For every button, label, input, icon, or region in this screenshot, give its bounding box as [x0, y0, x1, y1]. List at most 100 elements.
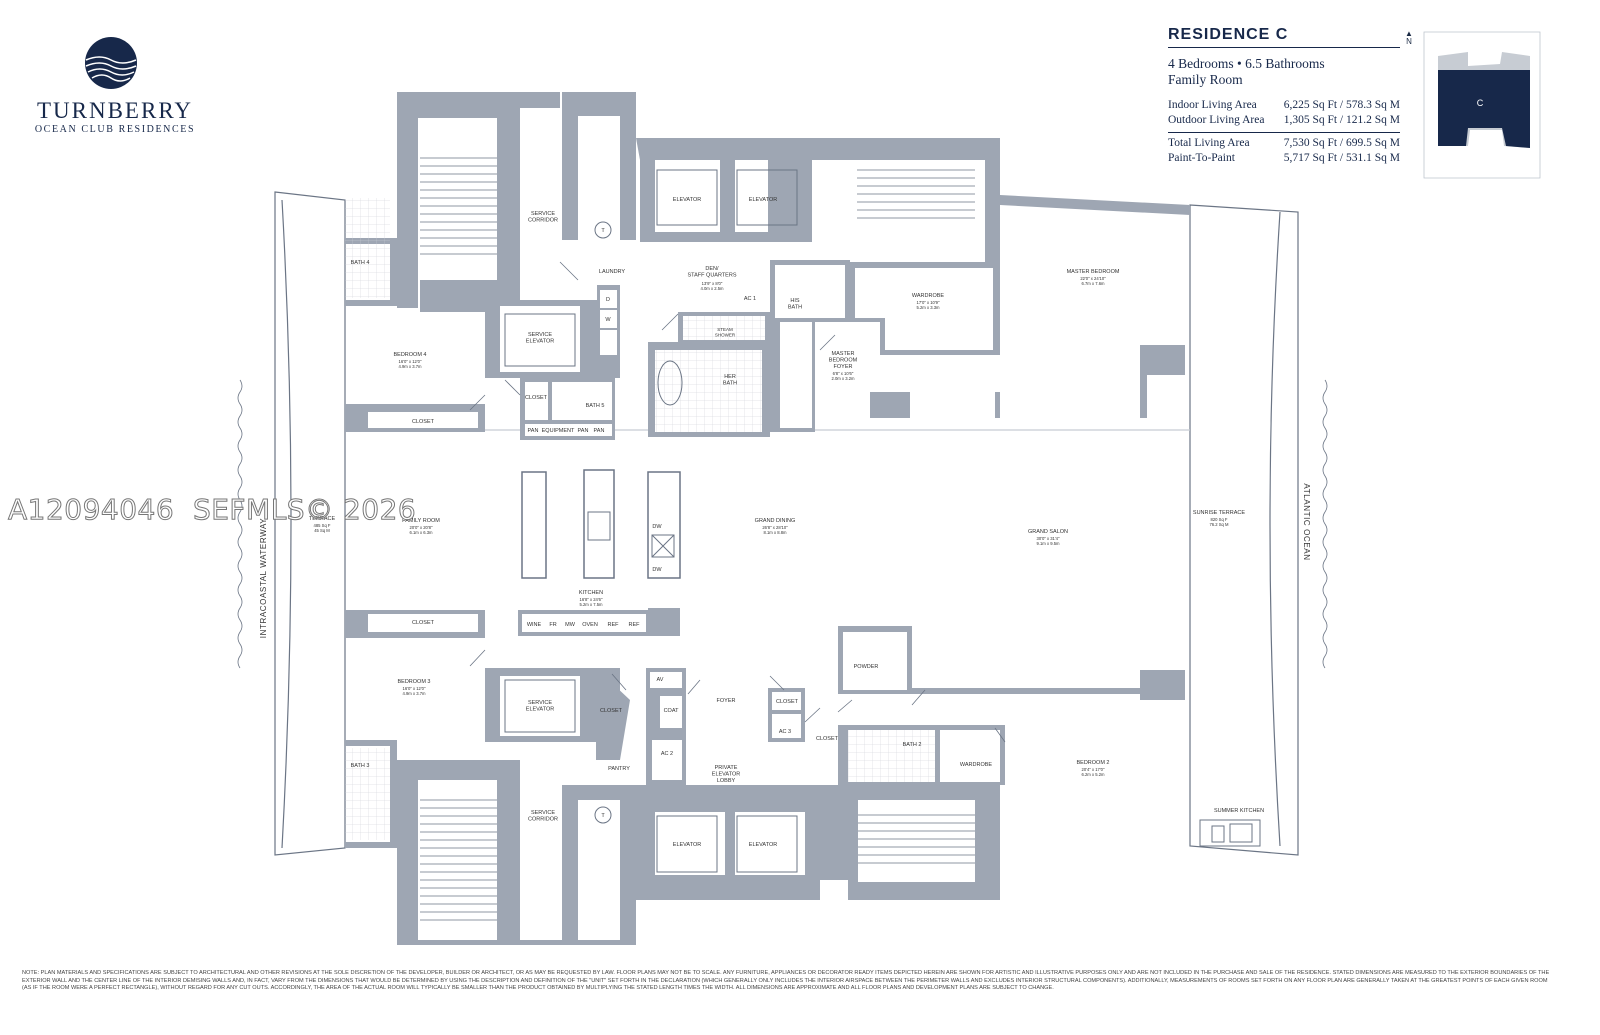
room-bath3: BATH 3 [351, 763, 370, 769]
room-elevator-3: ELEVATOR [673, 842, 701, 848]
room-kitchen: KITCHEN [579, 590, 603, 596]
room-bedroom4: BEDROOM 4 [393, 352, 426, 358]
area-label: Total Living Area [1168, 137, 1250, 149]
residence-rooms: 4 Bedrooms • 6.5 Bathrooms [1168, 56, 1325, 71]
area-value: 6,225 Sq Ft / 578.3 Sq M [1283, 99, 1400, 111]
room-av: AV [657, 677, 664, 683]
brand-subtitle: OCEAN CLUB RESIDENCES [34, 124, 196, 135]
north-arrow-icon: ▲N [1405, 29, 1413, 46]
room-wardrobe-top: WARDROBE [912, 293, 945, 299]
door-swings [469, 261, 1006, 743]
room-den: DEN/STAFF QUARTERS [688, 266, 737, 279]
area-row-paint: Paint-To-Paint 5,717 Sq Ft / 531.1 Sq M [1168, 151, 1400, 166]
room-terrace: TERRACE [309, 516, 336, 522]
mls-watermark: A12094046 SEFMLS© 2026 [7, 493, 417, 527]
water-lines [237, 379, 1328, 669]
room-bath5: BATH 5 [586, 403, 605, 409]
area-label: Paint-To-Paint [1168, 152, 1235, 164]
appliance-mw: MW [565, 622, 576, 628]
tile-areas [345, 198, 935, 840]
room-dw-1: DW [652, 524, 662, 530]
room-ac3: AC 3 [779, 729, 791, 735]
walls [345, 92, 1261, 945]
fixtures [504, 169, 1253, 873]
room-elevator-2: ELEVATOR [749, 197, 777, 203]
room-master-foyer-dim: 6'8" x 10'6"2.0m x 3.2m [831, 371, 855, 381]
room-ac2: AC 2 [661, 751, 673, 757]
room-grand-salon: GRAND SALON [1028, 529, 1068, 535]
room-elevator-4: ELEVATOR [749, 842, 777, 848]
room-d: D [606, 297, 610, 303]
area-row-outdoor: Outdoor Living Area 1,305 Sq Ft / 121.2 S… [1168, 113, 1400, 128]
room-bedroom4-dim: 16'0" x 12'0"4.9m x 3.7m [398, 359, 422, 369]
room-t-bottom: T [601, 813, 605, 819]
room-closet-bottom: CLOSET [600, 708, 623, 714]
keyplan: C [1423, 31, 1541, 179]
room-elevator-1: ELEVATOR [673, 197, 701, 203]
room-closet-mid-left: CLOSET [412, 620, 435, 626]
area-label: Outdoor Living Area [1168, 114, 1265, 126]
turnberry-logo-icon [85, 37, 137, 89]
room-bath4: BATH 4 [351, 260, 370, 266]
brand-block: TURNBERRY OCEAN CLUB RESIDENCES [20, 34, 210, 135]
room-wardrobe-top-dim: 17'0" x 10'9"5.2m x 3.3m [916, 300, 940, 310]
area-value: 1,305 Sq Ft / 121.2 Sq M [1283, 114, 1400, 126]
appliance-oven: OVEN [582, 622, 598, 628]
room-family-room-dim: 20'0" x 20'8"6.1m x 6.3m [409, 525, 433, 535]
room-closet-bath2: CLOSET [816, 736, 839, 742]
room-bedroom3-dim: 16'0" x 12'0"4.9m x 3.7m [402, 686, 426, 696]
room-pan-2: PAN [578, 428, 589, 434]
north-label: N [1406, 37, 1412, 46]
room-foyer: FOYER [717, 698, 736, 704]
room-master-bedroom-dim: 22'0" x 24'10"6.7m x 7.6m [1080, 276, 1106, 286]
room-family-room: FAMILY ROOM [402, 518, 440, 524]
room-closet-ac3: CLOSET [776, 699, 799, 705]
room-bedroom3: BEDROOM 3 [397, 679, 430, 685]
residence-info: RESIDENCE C 4 Bedrooms • 6.5 Bathrooms F… [1168, 26, 1400, 166]
area-label: Indoor Living Area [1168, 99, 1257, 111]
area-row-indoor: Indoor Living Area 6,225 Sq Ft / 578.3 Sq… [1168, 98, 1400, 113]
room-den-dim: 13'9" x 8'0"4.0m x 2.5m [700, 281, 724, 291]
room-master-bedroom: MASTER BEDROOM [1067, 269, 1120, 275]
area-value: 5,717 Sq Ft / 531.1 Sq M [1283, 152, 1400, 164]
appliance-wine: WINE [527, 622, 542, 628]
room-equipment: EQUIPMENT [542, 428, 575, 434]
stairs [420, 157, 975, 921]
room-kitchen-dim: 16'8" x 24'6"5.2m x 7.5m [579, 597, 603, 607]
room-bedroom2: BEDROOM 2 [1076, 760, 1109, 766]
residence-title: RESIDENCE C [1168, 26, 1400, 48]
intracoastal-label: INTRACOASTAL WATERWAY [259, 518, 268, 639]
room-ac1: AC 1 [744, 296, 756, 302]
room-sunrise-terrace: SUNRISE TERRACE [1193, 510, 1245, 516]
room-closet-top-left: CLOSET [412, 419, 435, 425]
area-value: 7,530 Sq Ft / 699.5 Sq M [1283, 137, 1400, 149]
room-pantry: PANTRY [608, 766, 630, 772]
room-grand-dining-dim: 26'8" x 28'10"8.1m x 8.8m [762, 525, 788, 535]
area-block: Indoor Living Area 6,225 Sq Ft / 578.3 Sq… [1168, 98, 1400, 128]
room-coat: COAT [664, 708, 680, 714]
room-grand-dining: GRAND DINING [755, 518, 796, 524]
room-laundry: LAUNDRY [599, 269, 626, 275]
atlantic-label: ATLANTIC OCEAN [1302, 483, 1311, 560]
residence-family-room: Family Room [1168, 72, 1243, 87]
room-w: W [605, 317, 611, 323]
room-grand-salon-dim: 30'0" x 31'4"9.1m x 9.5m [1036, 536, 1060, 546]
room-bedroom2-dim: 20'4" x 17'0"6.2m x 5.2m [1081, 767, 1105, 777]
disclaimer-note: NOTE: PLAN MATERIALS AND SPECIFICATIONS … [22, 970, 1550, 992]
room-closet-bath5: CLOSET [525, 395, 548, 401]
room-pan-3: PAN [594, 428, 605, 434]
room-pan-1: PAN [528, 428, 539, 434]
